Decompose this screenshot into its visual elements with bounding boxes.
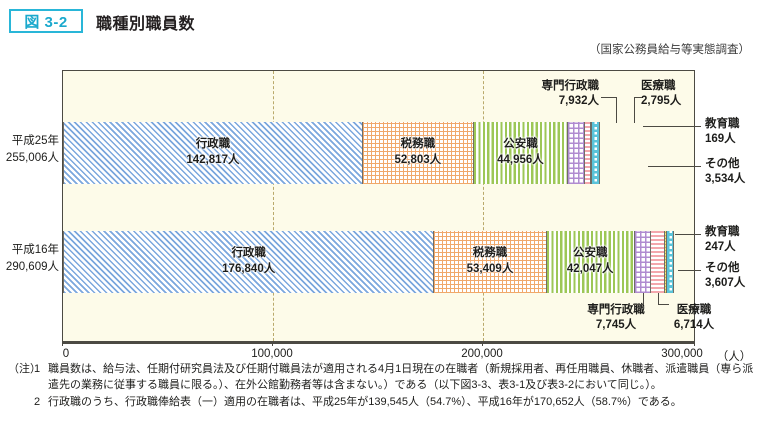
gridline-200000 <box>483 71 484 341</box>
bar-label-h16-total: 290,609人 <box>5 260 59 273</box>
segment-value: 42,047人 <box>566 263 614 275</box>
leader-line-h16-senmongyousei-h <box>633 304 644 306</box>
page-title: 職種別職員数 <box>96 16 196 33</box>
bar-segment-h16-zeimushoku[interactable]: 税務職 53,409人 <box>434 231 547 293</box>
callout-label: 医療職 <box>676 304 712 316</box>
bar-segment-h16-kyouikushoku[interactable] <box>665 231 667 293</box>
leader-line-h25-iryoushoku-h <box>634 97 642 99</box>
callout-label: その他 <box>705 158 740 170</box>
callout-h25-sonota: その他 3,534人 <box>705 157 760 187</box>
x-axis-unit-label: （人） <box>716 351 752 363</box>
bar-segment-h25-iryoushoku[interactable] <box>584 122 591 184</box>
footnotes: （注） 1 職員数は、給与法、任期付研究員法及び任期付職員法が適用される4月1日… <box>8 362 756 411</box>
segment-value: 44,956人 <box>497 154 544 166</box>
bar-label-h25: 平成25年 255,006人 <box>0 133 59 166</box>
x-tick-300000 <box>694 342 696 346</box>
bar-label-h25-total: 255,006人 <box>5 151 59 164</box>
leader-line-h16-kyouikushoku <box>675 234 701 236</box>
callout-value: 3,534人 <box>705 172 746 185</box>
segment-value: 176,840人 <box>222 263 276 275</box>
leader-line-h16-iryoushoku-h <box>658 304 669 306</box>
x-tick-label-200000: 200,000 <box>461 348 503 360</box>
x-tick-label-0: 0 <box>62 348 70 360</box>
leader-line-h25-senmongyousei-v <box>616 97 618 123</box>
callout-value: 247人 <box>705 240 736 253</box>
callout-h25-kyouikushoku: 教育職 169人 <box>705 117 760 147</box>
bar-segment-h25-sonota[interactable] <box>592 122 600 184</box>
leader-line-h25-senmongyousei-h <box>601 97 617 99</box>
bar-segment-h25-kouanshoku[interactable]: 公安職 44,956人 <box>473 122 569 184</box>
leader-line-h16-sonota <box>678 270 701 272</box>
callout-h16-kyouikushoku: 教育職 247人 <box>705 225 760 255</box>
bar-segment-h25-zeimushoku[interactable]: 税務職 52,803人 <box>362 122 474 184</box>
bar-segment-h16-senmongyousei[interactable] <box>634 231 652 293</box>
x-tick-label-100000: 100,000 <box>251 348 293 360</box>
chart-plot-area: 平成25年 255,006人 平成16年 290,609人 行政職 142,81… <box>6 70 745 342</box>
callout-label: 教育職 <box>705 118 740 130</box>
leader-line-h25-iryoushoku-v <box>634 97 636 123</box>
bar-segment-h25-kyouikushoku[interactable] <box>590 122 593 184</box>
gridline-100000 <box>273 71 274 341</box>
segment-label: 行政職 <box>195 138 231 151</box>
callout-value: 169人 <box>705 132 736 145</box>
callout-label: その他 <box>705 262 740 274</box>
callout-label: 教育職 <box>705 226 740 238</box>
callout-h16-senmongyousei: 専門行政職 7,745人 <box>568 303 664 333</box>
callout-h16-sonota: その他 3,607人 <box>705 261 760 291</box>
segment-label: 公安職 <box>503 138 538 151</box>
x-tick-200000 <box>482 342 484 346</box>
callout-value: 6,714人 <box>673 318 715 331</box>
segment-label: 税務職 <box>400 138 436 151</box>
leader-line-h16-senmongyousei-v <box>643 293 645 305</box>
leader-line-h25-sonota <box>648 166 701 168</box>
bar-segment-h16-iryoushoku[interactable] <box>651 231 666 293</box>
x-tick-100000 <box>272 342 274 346</box>
footnote-text: 行政職のうち、行政職俸給表（一）適用の在職者は、平成25年が139,545人（5… <box>48 395 682 408</box>
segment-label: 税務職 <box>472 247 508 260</box>
leader-line-h16-iryoushoku-v <box>658 293 660 305</box>
stacked-bar-h25: 行政職 142,817人 税務職 52,803人 公安職 44,956人 <box>63 122 600 184</box>
footnote-number: 2 <box>34 395 41 408</box>
footnote-mark: （注） <box>8 363 41 375</box>
bar-segment-h16-gyouseishoku[interactable]: 行政職 176,840人 <box>63 231 435 293</box>
footnote-item-2: 2 行政職のうち、行政職俸給表（一）適用の在職者は、平成25年が139,545人… <box>8 395 756 411</box>
segment-value: 53,409人 <box>466 263 514 275</box>
x-axis-line <box>62 342 695 344</box>
bar-label-h16: 平成16年 290,609人 <box>0 242 59 275</box>
segment-label: 行政職 <box>231 247 266 260</box>
callout-h16-iryoushoku: 医療職 6,714人 <box>649 303 739 333</box>
figure-number-badge: 図 3-2 <box>9 9 83 33</box>
segment-value: 52,803人 <box>394 154 442 166</box>
callout-value: 7,932人 <box>558 94 599 107</box>
footnote-text: 職員数は、給与法、任期付研究員法及び任期付職員法が適用される4月1日現在の在職者… <box>48 363 754 391</box>
footnote-item-1: （注） 1 職員数は、給与法、任期付研究員法及び任期付職員法が適用される4月1日… <box>8 362 756 394</box>
segment-value: 142,817人 <box>186 154 240 166</box>
callout-value: 7,745人 <box>595 318 637 331</box>
source-note: （国家公務員給与等実態調査） <box>589 44 750 56</box>
callout-label: 医療職 <box>641 80 676 92</box>
bar-segment-h16-sonota[interactable] <box>666 231 675 293</box>
callout-label: 専門行政職 <box>541 80 600 92</box>
segment-label: 公安職 <box>572 247 608 260</box>
callout-label: 専門行政職 <box>587 304 645 316</box>
callout-h25-senmongyousei: 専門行政職 7,932人 <box>503 79 600 109</box>
bar-segment-h25-gyouseishoku[interactable]: 行政職 142,817人 <box>63 122 363 184</box>
bar-label-h25-year: 平成25年 <box>11 135 59 147</box>
footnote-number: 1 <box>34 363 41 375</box>
callout-value: 3,607人 <box>705 276 746 289</box>
x-tick-0 <box>62 342 64 346</box>
bar-segment-h16-kouanshoku[interactable]: 公安職 42,047人 <box>546 231 635 293</box>
callout-h25-iryoushoku: 医療職 2,795人 <box>641 79 741 109</box>
stacked-bar-h16: 行政職 176,840人 税務職 53,409人 公安職 42,047人 <box>63 231 675 293</box>
leader-line-h25-kyouikushoku <box>643 126 701 128</box>
callout-value: 2,795人 <box>641 94 682 107</box>
figure-header: 図 3-2 職種別職員数 <box>0 0 760 40</box>
x-tick-label-300000: 300,000 <box>661 348 703 360</box>
bar-segment-h25-senmongyousei[interactable] <box>568 122 585 184</box>
bar-label-h16-year: 平成16年 <box>11 244 59 256</box>
